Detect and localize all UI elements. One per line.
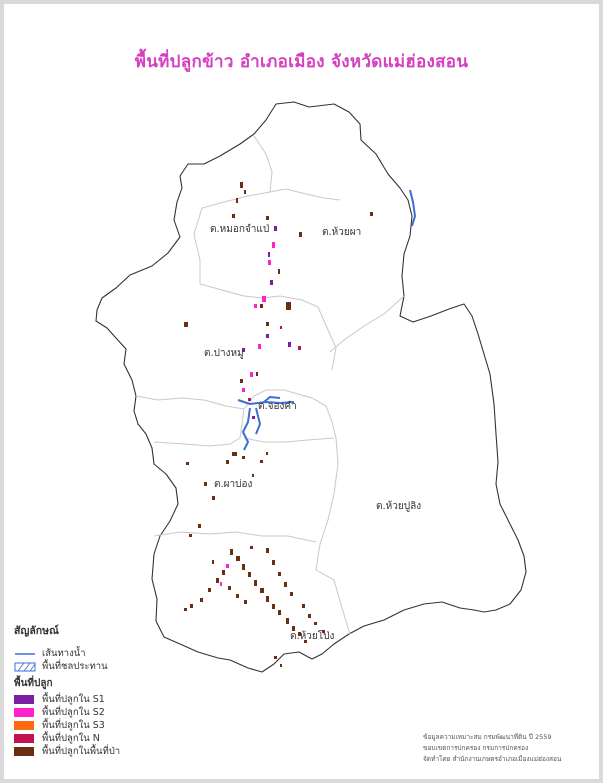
legend-item-s1: พื้นที่ปลูกใน S1 xyxy=(14,693,214,706)
legend-items: พื้นที่ปลูกใน S1 พื้นที่ปลูกใน S2 พื้นที… xyxy=(14,693,214,758)
waterway-east xyxy=(409,189,417,227)
swatch-s1 xyxy=(14,694,34,704)
legend-plant-title: พื้นที่ปลูก xyxy=(14,678,53,689)
label-huai-pong: ต.ห้วยโป่ง xyxy=(290,629,334,642)
swatch-s3 xyxy=(14,720,34,730)
label-pang-mu: ต.ปางหมู xyxy=(204,348,244,359)
map-title: พื้นที่ปลูกข้าว อำเภอเมือง จังหวัดแม่ฮ่อ… xyxy=(134,52,469,72)
label-mok-champae: ต.หมอกจำแป่ xyxy=(210,224,269,235)
credits: ข้อมูลความเหมาะสม กรมพัฒนาที่ดิน ปี 2559… xyxy=(423,732,599,765)
credit-line: จัดทำโดย สำนักงานเกษตรอำเภอเมืองแม่ฮ่องส… xyxy=(423,755,562,763)
swatch-s2 xyxy=(14,707,34,717)
district-map: ต.หมอกจำแป่ ต.ห้วยผา ต.ปางหมู ต.จองคำ ต.… xyxy=(95,101,527,673)
label-chong-kham: ต.จองคำ xyxy=(258,401,297,412)
label-huai-pha: ต.ห้วยผา xyxy=(322,226,361,238)
legend: สัญลักษณ์ เส้นทางน้ำ พื้นที่ชลประทาน พื้… xyxy=(14,622,214,758)
legend-item-forest: พื้นที่ปลูกในพื้นที่ป่า xyxy=(14,745,214,758)
irrigation-hatch-icon xyxy=(14,662,36,672)
waterway-line-icon xyxy=(14,649,36,659)
subdistrict-lines xyxy=(135,135,405,635)
label-huai-pu-ling: ต.ห้วยปูลิง xyxy=(376,500,421,512)
legend-waterway: เส้นทางน้ำ xyxy=(14,647,214,660)
map-sheet: พื้นที่ปลูกข้าว อำเภอเมือง จังหวัดแม่ฮ่อ… xyxy=(4,4,599,779)
waterway-central xyxy=(237,396,295,451)
swatch-forest xyxy=(14,746,34,756)
planting-forest xyxy=(184,182,373,667)
swatch-n xyxy=(14,733,34,743)
legend-irrigation: พื้นที่ชลประทาน xyxy=(14,660,214,673)
district-boundary xyxy=(95,101,527,673)
planting-s1 xyxy=(242,226,291,419)
credit-line: ขอบเขตการปกครอง กรมการปกครอง xyxy=(423,744,529,752)
planting-n xyxy=(248,326,301,401)
planting-s2 xyxy=(220,242,275,586)
credit-line: ข้อมูลความเหมาะสม กรมพัฒนาที่ดิน ปี 2559 xyxy=(423,733,552,741)
legend-item-n: พื้นที่ปลูกใน N xyxy=(14,732,214,745)
legend-item-s2: พื้นที่ปลูกใน S2 xyxy=(14,706,214,719)
legend-title: สัญลักษณ์ xyxy=(14,625,59,637)
label-pha-bong: ต.ผาบ่อง xyxy=(214,479,253,490)
legend-item-s3: พื้นที่ปลูกใน S3 xyxy=(14,719,214,732)
